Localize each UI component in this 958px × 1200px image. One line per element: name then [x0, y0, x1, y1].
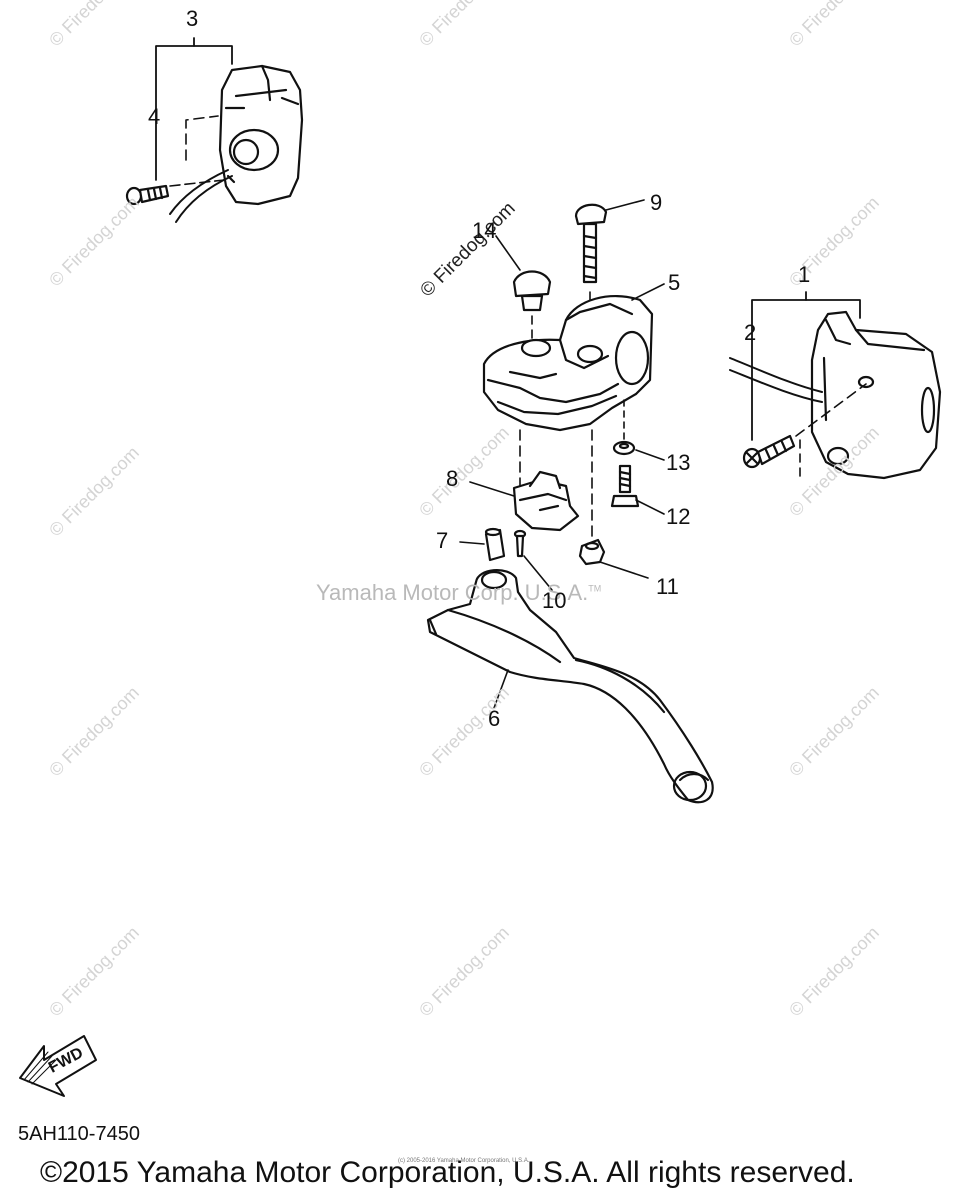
callout-12: 12 — [666, 504, 691, 529]
copyright: ©2015 Yamaha Motor Corporation, U.S.A. A… — [40, 1156, 855, 1189]
washer-13 — [612, 440, 636, 456]
collar-7 — [484, 527, 506, 562]
cap-14 — [512, 270, 552, 312]
callout-2: 2 — [744, 320, 757, 345]
callout-13: 13 — [666, 450, 691, 475]
center-watermark: Yamaha Motor Corp. U.S.A.TM — [316, 580, 601, 606]
callout-4: 4 — [148, 104, 161, 129]
center-watermark-tm: TM — [588, 583, 602, 594]
callout-1: 1 — [798, 262, 811, 287]
callout-3: 3 — [186, 6, 199, 31]
screw-4 — [125, 184, 170, 206]
center-watermark-text: Yamaha Motor Corp. U.S.A. — [316, 580, 589, 605]
left-switch-housing — [218, 64, 304, 206]
callout-8: 8 — [446, 466, 459, 491]
bolt-12 — [610, 464, 640, 508]
part-code: 5AH110-7450 — [18, 1123, 140, 1145]
switch-8 — [512, 470, 580, 532]
callout-5: 5 — [668, 270, 681, 295]
small-print: (c) 2005-2016 Yamaha Motor Corporation, … — [398, 1158, 530, 1164]
lever-bracket-5 — [482, 295, 654, 432]
right-switch-housing — [810, 310, 942, 480]
callout-9: 9 — [650, 190, 663, 215]
nut-11 — [578, 538, 606, 566]
callout-6: 6 — [488, 706, 501, 731]
bolt-9 — [574, 203, 608, 284]
screw-2 — [742, 434, 796, 469]
callout-11: 11 — [656, 574, 679, 599]
lever-6 — [426, 569, 714, 804]
fwd-arrow — [19, 1035, 97, 1097]
callout-14: 14 — [472, 218, 497, 243]
screw-10 — [513, 529, 527, 558]
callout-10: 10 — [542, 588, 567, 613]
callout-7: 7 — [436, 528, 449, 553]
